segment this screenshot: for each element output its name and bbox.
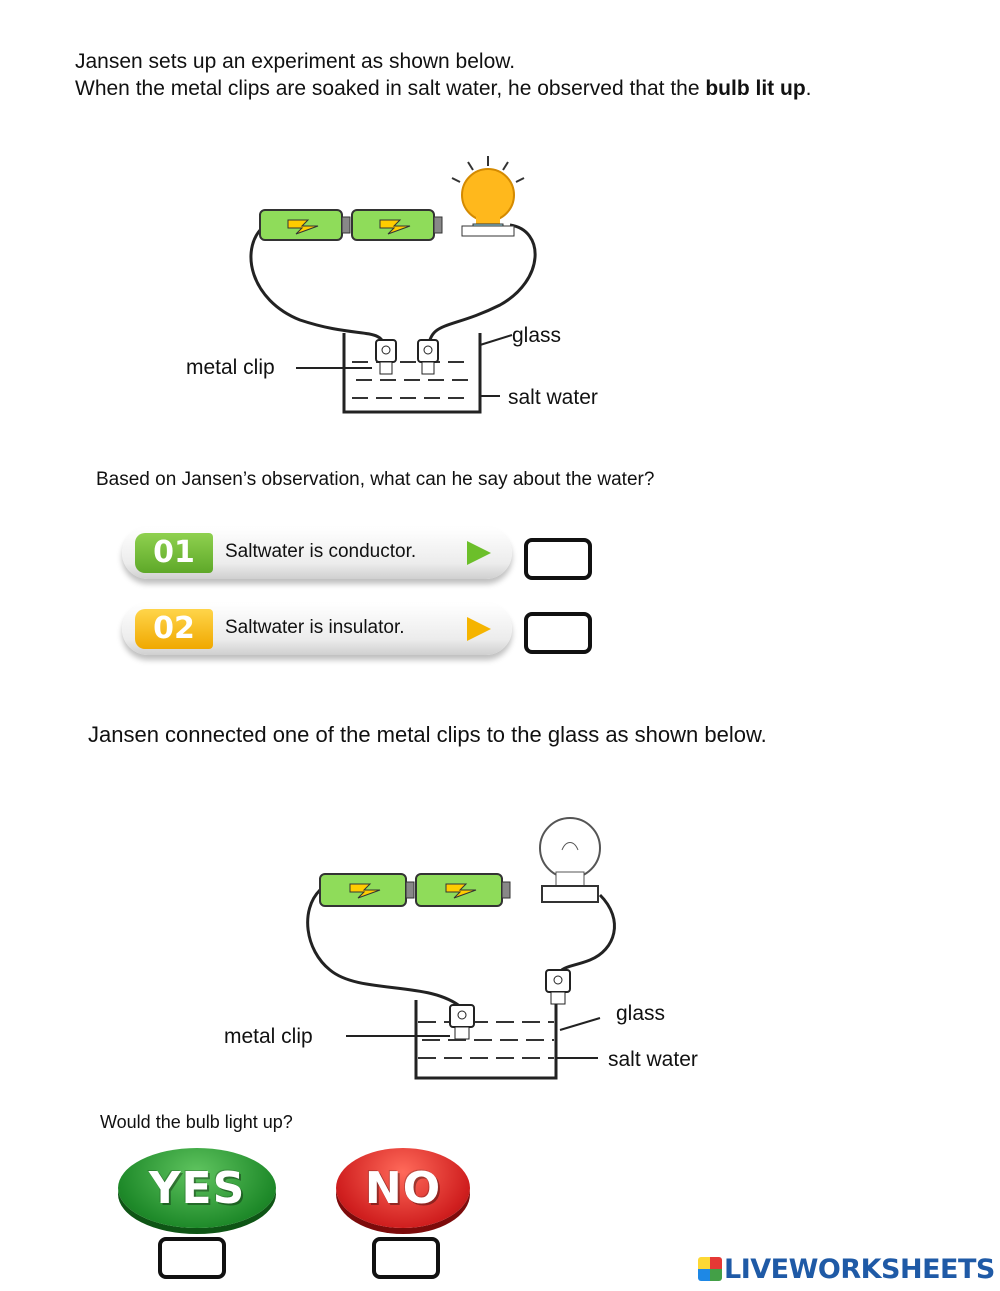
- play-arrow-icon: [467, 617, 491, 641]
- salt-water-label-2: salt water: [608, 1048, 698, 1071]
- metal-clip-icon: [417, 339, 439, 375]
- circuit-diagram-2: [306, 817, 616, 1080]
- metal-clip-icon: [375, 339, 397, 375]
- battery-icon: [259, 209, 351, 241]
- answer-box-no[interactable]: [372, 1237, 440, 1279]
- metal-clip-label-2: metal clip: [224, 1025, 313, 1048]
- wire: [426, 223, 537, 351]
- metal-clip-label: metal clip: [186, 356, 275, 379]
- metal-clip-icon: [545, 969, 571, 1005]
- battery-icon: [319, 873, 415, 907]
- glass-container: [342, 333, 482, 414]
- wire: [556, 893, 616, 981]
- option-1-card: 01 Saltwater is conductor.: [122, 527, 512, 579]
- no-button[interactable]: NO: [336, 1148, 470, 1228]
- salt-water: [352, 361, 472, 399]
- battery-icon: [415, 873, 511, 907]
- intro-line-2: When the metal clips are soaked in salt …: [75, 77, 812, 100]
- salt-water: [418, 1021, 554, 1059]
- battery-icon: [351, 209, 443, 241]
- salt-water-label: salt water: [508, 386, 598, 409]
- option-2-number: 02: [135, 609, 213, 649]
- wire: [306, 888, 463, 1010]
- play-arrow-icon: [467, 541, 491, 565]
- option-2-text: Saltwater is insulator.: [225, 617, 405, 638]
- lit-bulb-icon: [451, 156, 525, 237]
- option-2-card: 02 Saltwater is insulator.: [122, 603, 512, 655]
- question-2-text: Would the bulb light up?: [100, 1112, 293, 1132]
- glass-container: [414, 1000, 558, 1080]
- intro-text: Jansen sets up an experiment as shown be…: [75, 48, 812, 102]
- wire: [249, 226, 388, 351]
- glass-label: glass: [512, 324, 562, 347]
- intro-bold-text: bulb lit up: [705, 77, 806, 100]
- brand-text: LIVEWORKSHEETS: [724, 1254, 995, 1285]
- yes-button[interactable]: YES: [118, 1148, 276, 1228]
- unlit-bulb-icon: [539, 817, 601, 903]
- glass-label-2: glass: [616, 1002, 666, 1025]
- liveworksheets-logo: LIVEWORKSHEETS: [698, 1254, 995, 1285]
- metal-clip-icon: [449, 1004, 475, 1040]
- circuit-diagram-1: [249, 156, 537, 414]
- liveworksheets-logo-icon: [698, 1257, 722, 1281]
- intro-line-1: Jansen sets up an experiment as shown be…: [75, 50, 516, 73]
- section-2-text: Jansen connected one of the metal clips …: [88, 722, 767, 747]
- answer-box-option-2[interactable]: [524, 612, 592, 654]
- answer-box-option-1[interactable]: [524, 538, 592, 580]
- answer-box-yes[interactable]: [158, 1237, 226, 1279]
- option-1-text: Saltwater is conductor.: [225, 541, 417, 562]
- question-1-text: Based on Jansen’s observation, what can …: [96, 469, 655, 490]
- option-1-number: 01: [135, 533, 213, 573]
